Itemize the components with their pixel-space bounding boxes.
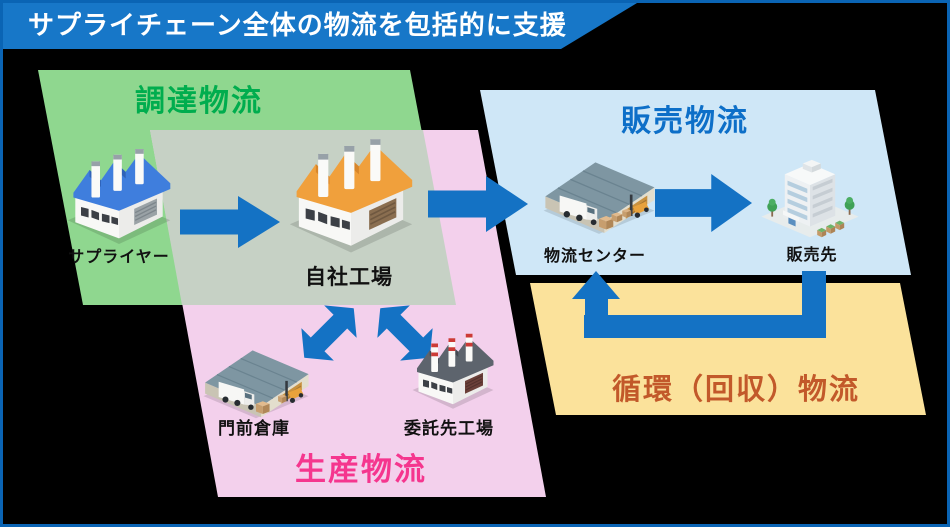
reverse-title: 循環（回収）物流 — [612, 372, 861, 406]
logistics-center-warehouse-icon — [543, 162, 655, 234]
return-arrow-segment-up — [585, 297, 608, 338]
supplier-label: サプライヤー — [68, 247, 170, 266]
contract-factory-icon — [412, 333, 494, 409]
own-factory-label: 自社工場 — [305, 265, 393, 289]
sales-region — [480, 90, 911, 275]
contract-factory-label: 委託先工場 — [404, 419, 494, 439]
gate-warehouse-label: 門前倉庫 — [218, 419, 290, 439]
return-arrow-segment-across — [584, 315, 826, 338]
supplier-factory-icon — [67, 149, 171, 245]
gate-warehouse-icon — [203, 350, 309, 419]
logistics-center-label: 物流センター — [543, 246, 647, 265]
procurement-title: 調達物流 — [135, 84, 263, 119]
customer-label: 販売先 — [786, 245, 838, 264]
header-banner-text: サプライチェーン全体の物流を包括的に支援 — [28, 11, 567, 41]
production-title: 生産物流 — [295, 452, 427, 488]
customer-building-icon — [761, 159, 859, 238]
header-banner: サプライチェーン全体の物流を包括的に支援 — [3, 3, 637, 49]
own-factory-icon — [289, 139, 413, 253]
sales-title: 販売物流 — [621, 104, 749, 139]
